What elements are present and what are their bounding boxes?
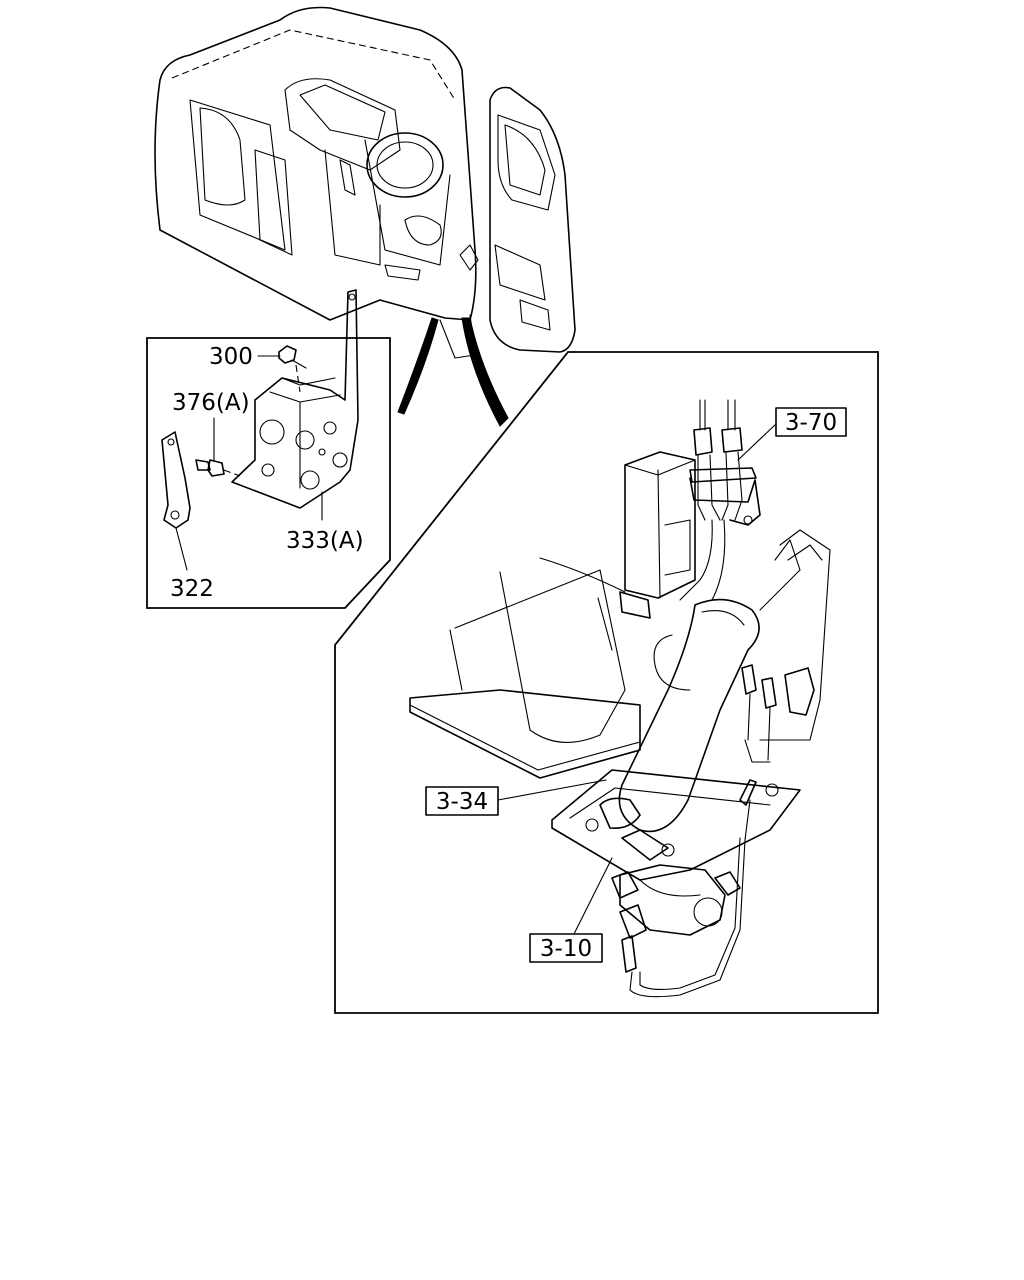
callout-3-34: 3-34 <box>436 789 488 815</box>
cab-door <box>489 86 576 353</box>
shift-detail-frame <box>334 351 879 1014</box>
ref-box-3-70: 3-70 <box>775 407 847 437</box>
bolt-300 <box>278 345 307 393</box>
callout-300: 300 <box>209 344 253 370</box>
bracket-detail-frame <box>146 337 391 609</box>
ref-box-3-34: 3-34 <box>425 786 499 816</box>
callout-3-70: 3-70 <box>785 410 837 436</box>
stay-322 <box>161 431 191 529</box>
shift-leaders <box>497 423 777 935</box>
ref-box-3-10: 3-10 <box>529 933 603 963</box>
pointer-arrow-left <box>397 317 439 415</box>
callout-333a: 333(A) <box>286 528 364 554</box>
callout-376a: 376(A) <box>172 390 250 416</box>
cab-overview <box>154 6 479 359</box>
pointer-arrow-right <box>461 317 509 427</box>
bolt-376a <box>195 459 241 477</box>
shift-assembly <box>409 399 831 998</box>
bracket-assembly <box>161 289 359 529</box>
bracket-leaders <box>175 355 323 571</box>
callout-3-10: 3-10 <box>540 936 592 962</box>
callout-322: 322 <box>170 576 214 602</box>
